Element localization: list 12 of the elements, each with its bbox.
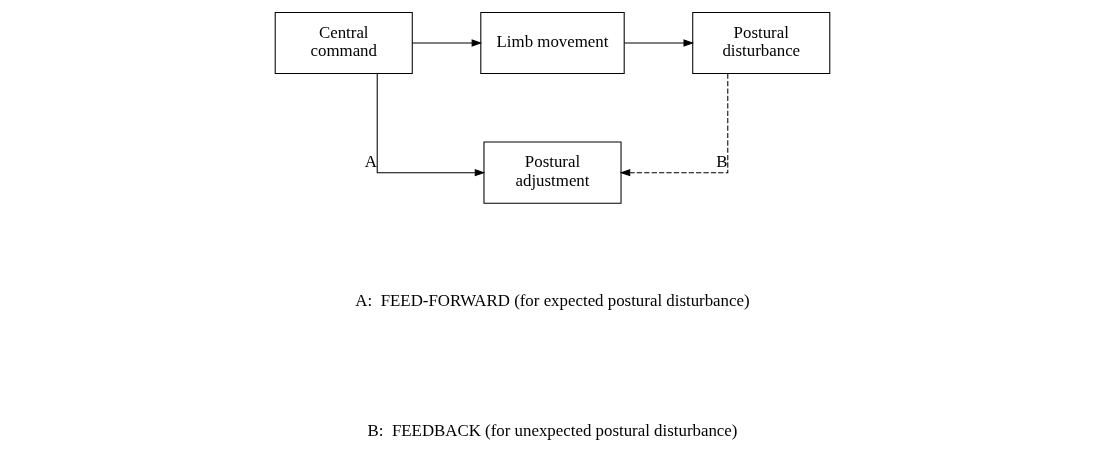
- node-box: Central command: [274, 11, 413, 75]
- arrow: [411, 39, 482, 47]
- label: B: FEEDBACK (for unexpected postural disturbance): [367, 421, 737, 441]
- arrow: [376, 73, 485, 177]
- arrow: [619, 73, 728, 177]
- node-box: Postural adjustment: [482, 141, 622, 204]
- edge-label: A: [364, 151, 377, 171]
- node-box: Limb movement: [479, 11, 625, 75]
- arrow: [623, 39, 694, 47]
- label: A: FEED-FORWARD (for expected postural disturbance): [354, 291, 750, 311]
- node-box: Postural disturbance: [691, 11, 830, 75]
- edge-label: B: [715, 151, 728, 171]
